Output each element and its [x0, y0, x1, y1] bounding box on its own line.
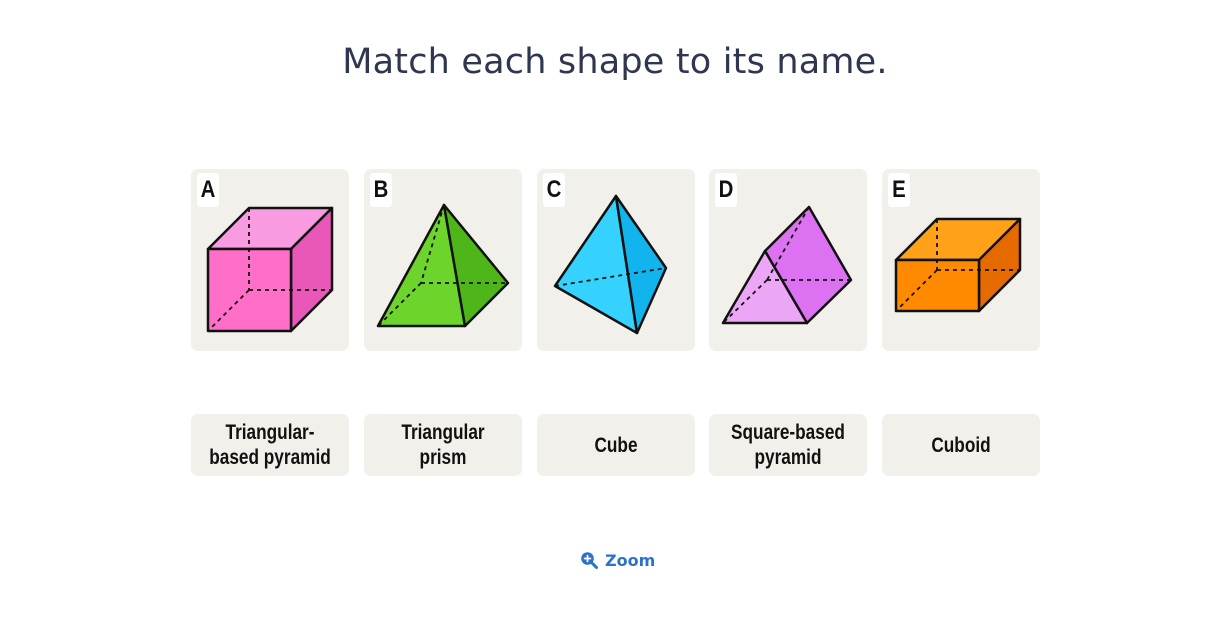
name-card-cube[interactable]: Cube [537, 414, 695, 476]
shape-letter-e: E [887, 173, 911, 207]
name-label: Cuboid [931, 433, 991, 457]
name-label: Cube [594, 433, 638, 457]
name-card-cuboid[interactable]: Cuboid [882, 414, 1040, 476]
shape-letter-d: D [714, 173, 738, 207]
name-label: Square-based pyramid [731, 421, 845, 469]
shape-card-d[interactable]: D [709, 169, 867, 351]
cube-icon [206, 206, 334, 333]
cuboid-icon [894, 217, 1022, 313]
name-card-triangular-based-pyramid[interactable]: Triangular-based pyramid [191, 414, 349, 476]
triangular-prism-icon [721, 205, 853, 325]
shape-letter-a: A [196, 173, 220, 207]
shape-card-e[interactable]: E [882, 169, 1040, 351]
question-title: Match each shape to its name. [342, 42, 888, 82]
triangular-based-pyramid-icon [553, 194, 668, 335]
zoom-in-icon [581, 552, 598, 569]
name-label: Triangular-based pyramid [209, 421, 331, 469]
name-label: Triangular prism [401, 421, 485, 469]
name-card-square-based-pyramid[interactable]: Square-based pyramid [709, 414, 867, 476]
zoom-label: Zoom [605, 550, 656, 570]
shape-card-c[interactable]: C [537, 169, 695, 351]
shape-card-a[interactable]: A [191, 169, 349, 351]
square-based-pyramid-icon [376, 203, 510, 328]
shape-letter-b: B [369, 173, 393, 207]
shape-card-b[interactable]: B [364, 169, 522, 351]
zoom-button[interactable]: Zoom [580, 547, 655, 573]
shape-letter-c: C [542, 173, 566, 207]
name-card-triangular-prism[interactable]: Triangular prism [364, 414, 522, 476]
